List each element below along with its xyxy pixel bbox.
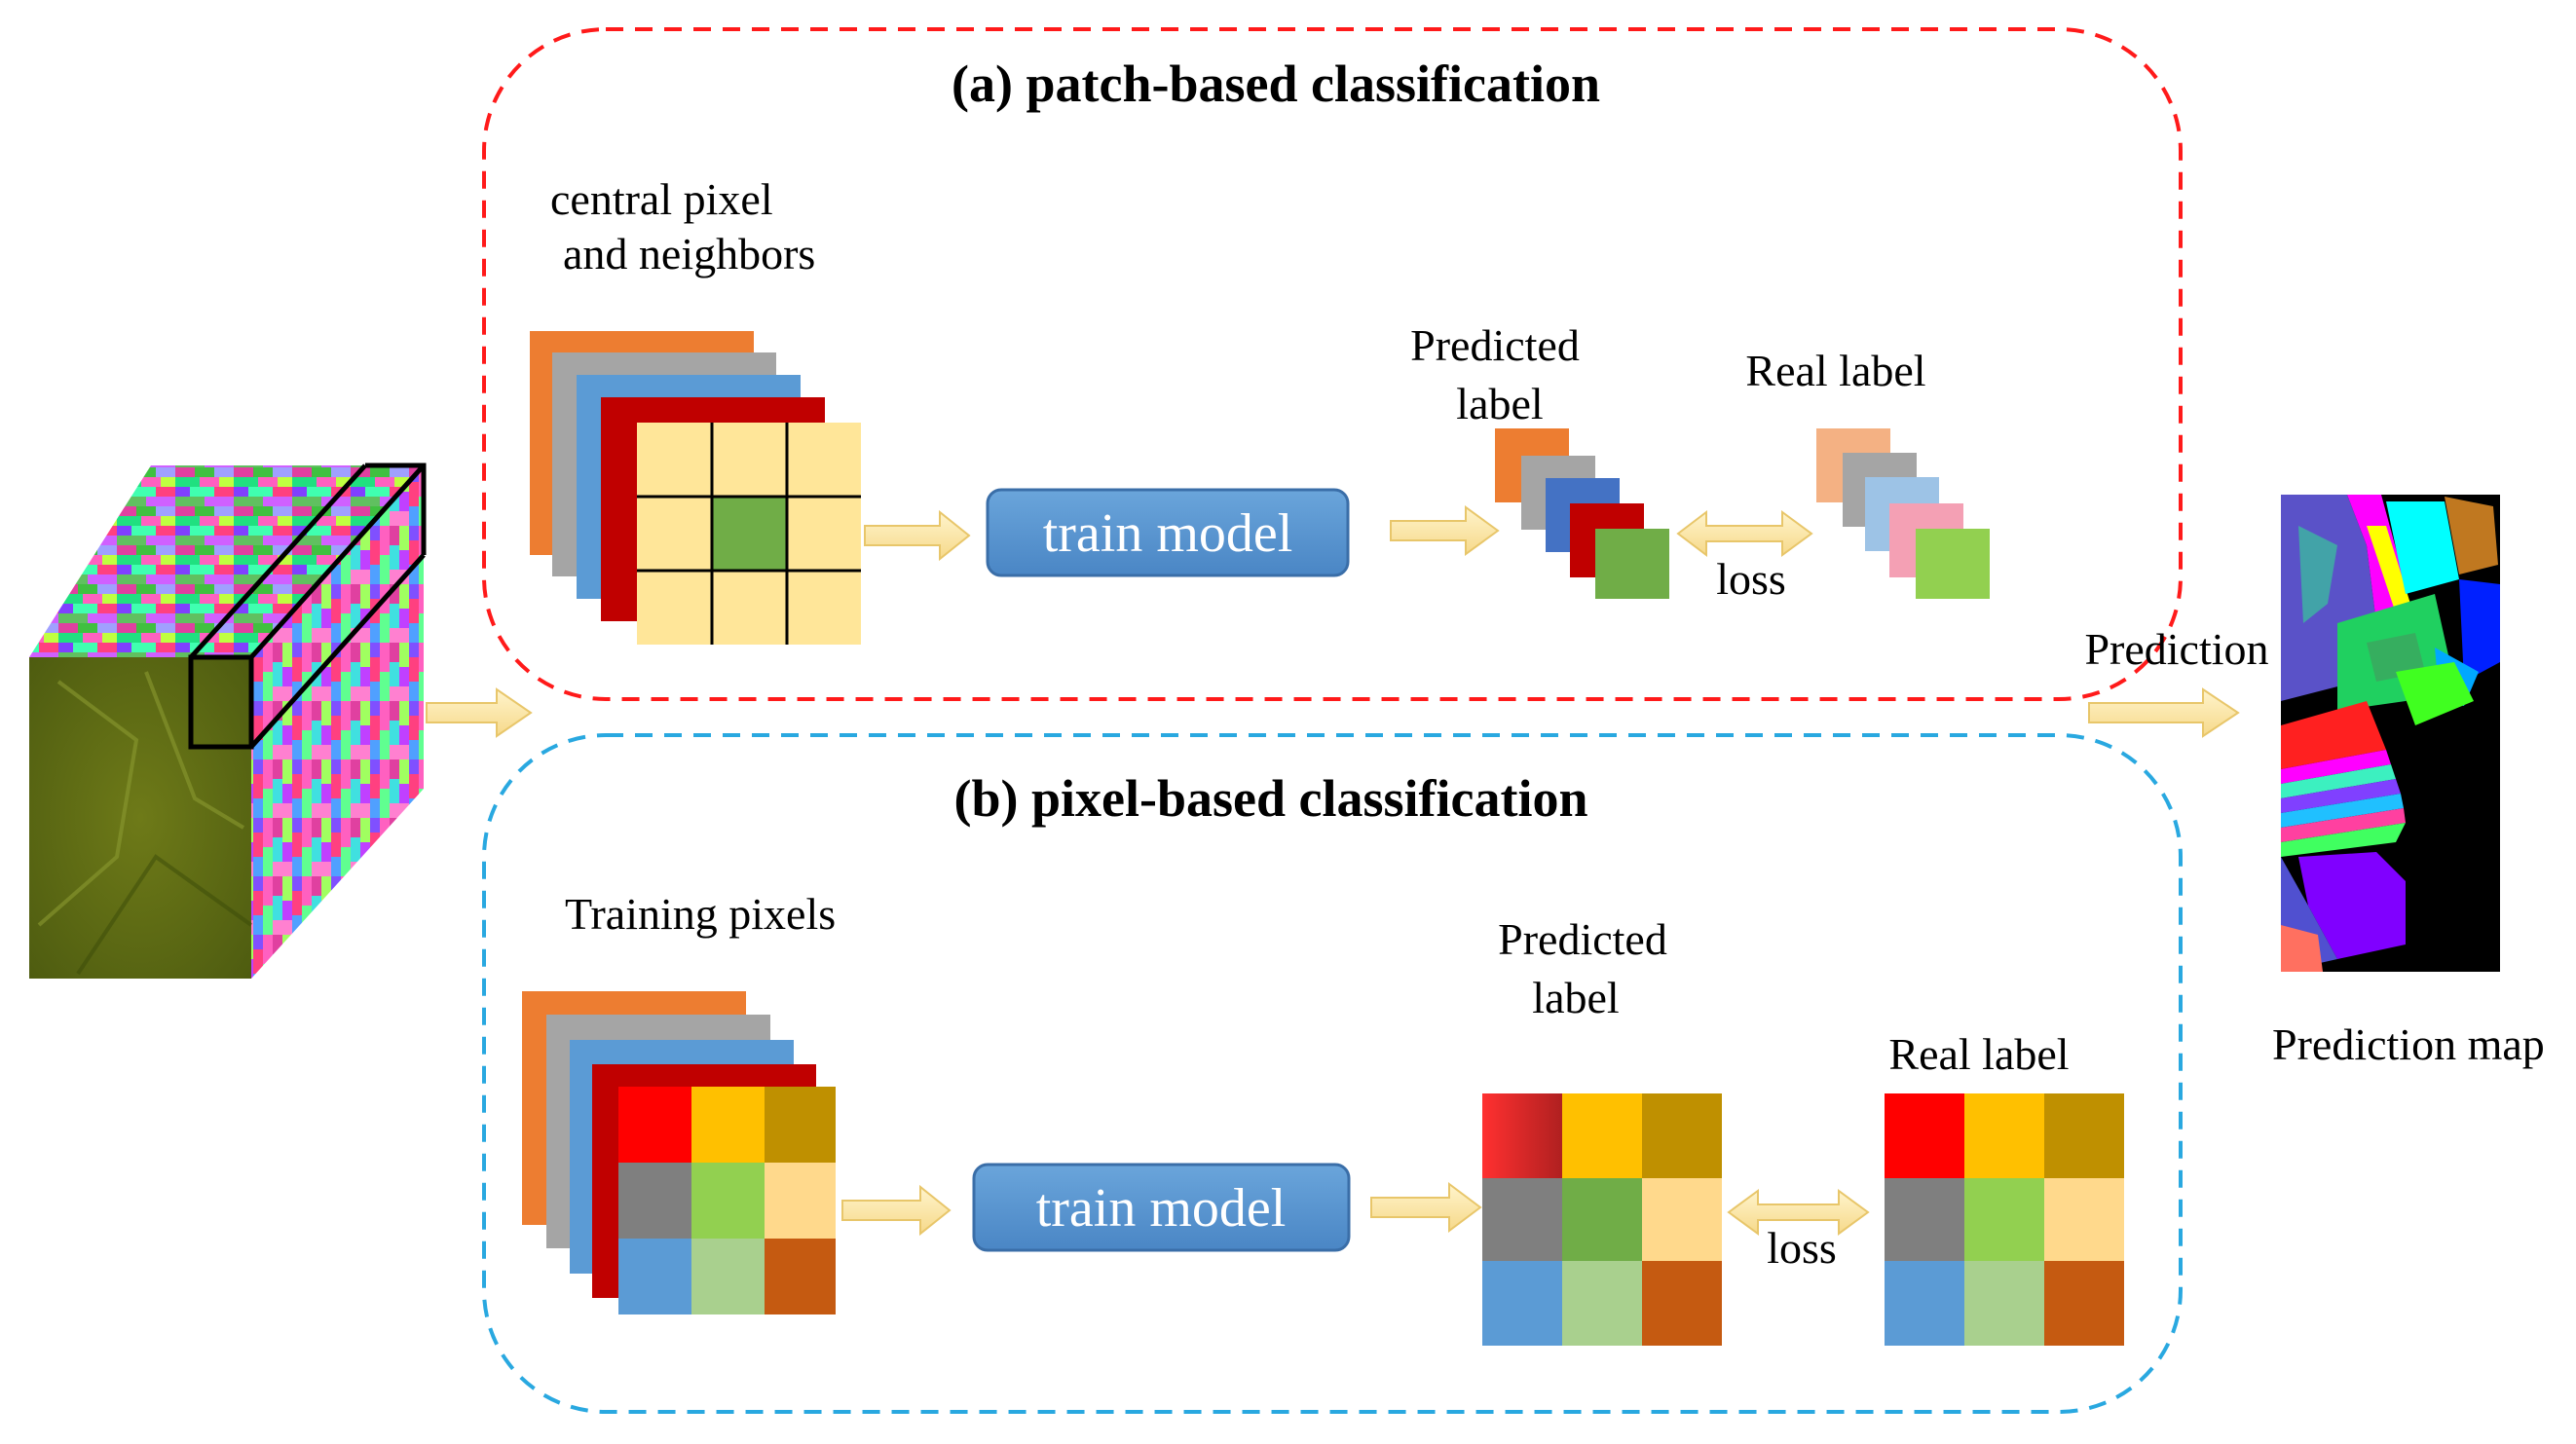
pixel-predicted-label-line1: Predicted	[1498, 914, 1667, 964]
patch-input-label-line2: and neighbors	[563, 229, 815, 278]
patch-predicted-label-line2: label	[1456, 379, 1543, 428]
patch-arrow-to-predicted	[1390, 505, 1500, 556]
prediction-arrow-label: Prediction	[2084, 624, 2268, 674]
patch-real-label-stack	[1816, 428, 1990, 599]
patch-based-section: (a) patch-based classification central p…	[482, 27, 2183, 701]
prediction-arrow	[2088, 687, 2240, 738]
pixel-input-label: Training pixels	[565, 889, 836, 939]
pixel-predicted-label-line2: label	[1532, 973, 1619, 1022]
pixel-real-label-grid	[1885, 1093, 2124, 1346]
prediction-map-image	[2281, 495, 2500, 972]
patch-input-label-line1: central pixel	[550, 174, 773, 224]
pixel-predicted-grid	[1482, 1093, 1722, 1346]
pixel-train-model-label: train model	[1036, 1178, 1287, 1239]
pixel-train-model-button: train model	[972, 1163, 1351, 1252]
pixel-input-grid	[618, 1087, 836, 1314]
pixel-loss-arrow	[1727, 1189, 1870, 1236]
pixel-real-label-text: Real label	[1888, 1029, 2069, 1079]
patch-real-label-text: Real label	[1745, 346, 1925, 395]
prediction-map-label: Prediction map	[2272, 1019, 2545, 1069]
patch-predicted-label-line1: Predicted	[1410, 320, 1580, 370]
pixel-arrow-to-model	[841, 1184, 952, 1237]
patch-predicted-label-stack	[1495, 428, 1669, 599]
pixel-loss-label: loss	[1767, 1223, 1837, 1273]
patch-loss-label: loss	[1716, 554, 1786, 604]
patch-arrow-to-model	[864, 509, 971, 562]
patch-section-title: (a) patch-based classification	[952, 55, 1600, 113]
patch-train-model-button: train model	[986, 488, 1350, 577]
patch-loss-arrow	[1676, 509, 1813, 558]
pixel-based-section: (b) pixel-based classification Training …	[482, 733, 2183, 1414]
patch-section-border	[482, 27, 2183, 701]
patch-selection-box	[188, 463, 427, 750]
pixel-arrow-to-predicted	[1370, 1182, 1482, 1233]
pixel-section-border	[482, 733, 2183, 1414]
input-arrow	[426, 687, 533, 738]
pixel-section-title: (b) pixel-based classification	[953, 769, 1587, 828]
patch-grid	[637, 423, 861, 645]
hyperspectral-cube-image	[29, 463, 427, 979]
patch-train-model-label: train model	[1043, 503, 1293, 564]
